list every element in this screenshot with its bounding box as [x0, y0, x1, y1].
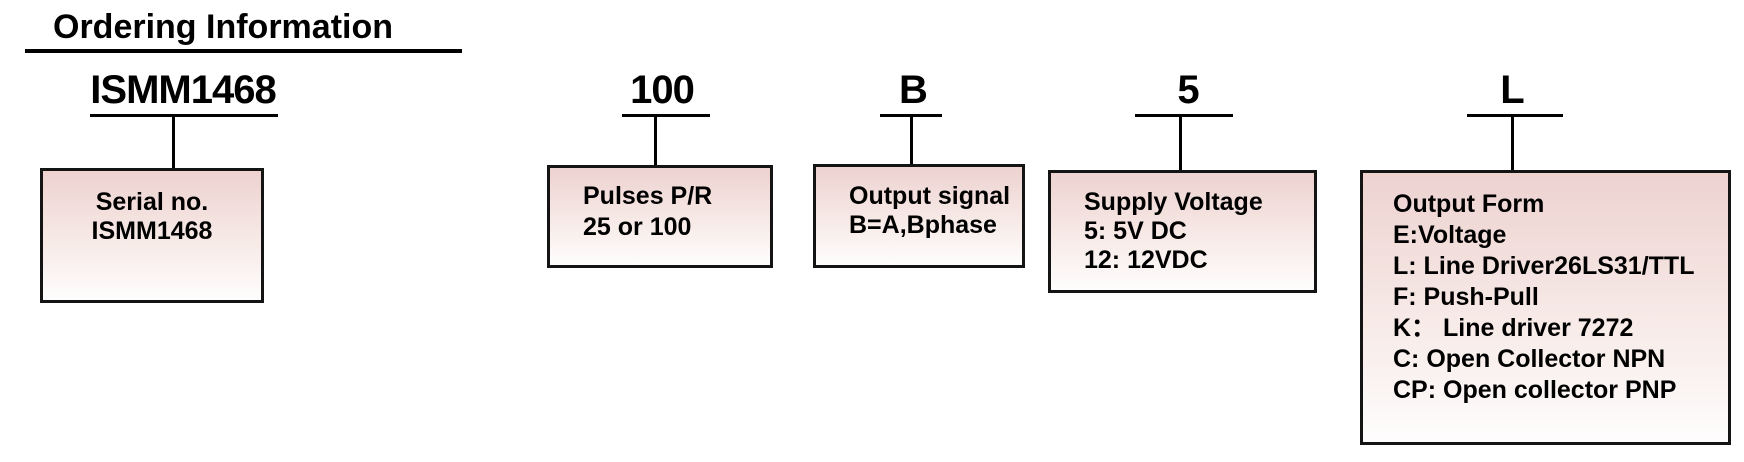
box-line: 25 or 100 — [583, 213, 692, 241]
box-line: Supply Voltage — [1084, 188, 1263, 216]
code-underline-output-form — [1467, 114, 1563, 117]
code-underline-supply-voltage — [1135, 114, 1233, 117]
box-line: ISMM1468 — [91, 217, 213, 245]
callout-box-output-form: Output Form E:Voltage L: Line Driver26LS… — [1360, 170, 1731, 445]
code-underline-serial — [90, 114, 278, 117]
callout-box-pulses: Pulses P/R 25 or 100 — [547, 165, 773, 268]
callout-box-output-signal: Output signal B=A,Bphase — [813, 164, 1025, 268]
box-line: B=A,Bphase — [849, 211, 997, 239]
box-line: Output signal — [849, 182, 1011, 210]
part-code-output-form: L — [1500, 68, 1524, 112]
box-line: Pulses P/R — [583, 182, 713, 210]
callout-box-serial: Serial no. ISMM1468 — [40, 168, 264, 303]
part-code-serial: ISMM1468 — [90, 68, 276, 112]
connector-line-serial — [172, 114, 175, 170]
box-line: L: Line Driver26LS31/TTL — [1393, 252, 1695, 280]
part-code-supply-voltage: 5 — [1177, 68, 1199, 112]
connector-line-output-form — [1511, 114, 1514, 171]
callout-box-supply-voltage: Supply Voltage 5: 5V DC 12: 12VDC — [1048, 170, 1317, 293]
box-line: Output Form — [1393, 190, 1545, 218]
title-underline-rule — [25, 49, 462, 53]
part-code-pulses: 100 — [630, 68, 695, 112]
box-line: C: Open Collector NPN — [1393, 345, 1666, 373]
box-line: E:Voltage — [1393, 221, 1507, 249]
box-line: F: Push-Pull — [1393, 283, 1539, 311]
box-line: 5: 5V DC — [1084, 217, 1187, 245]
connector-line-pulses — [654, 114, 657, 166]
connector-line-output-signal — [910, 114, 913, 165]
box-line: K： Line driver 7272 — [1393, 314, 1634, 342]
connector-line-supply-voltage — [1179, 114, 1182, 171]
section-title: Ordering Information — [53, 8, 393, 46]
box-line: Serial no. — [95, 188, 209, 216]
box-line: CP: Open collector PNP — [1393, 376, 1677, 404]
part-code-output-signal: B — [899, 68, 928, 112]
box-line: 12: 12VDC — [1084, 246, 1208, 274]
code-underline-pulses — [622, 114, 710, 117]
